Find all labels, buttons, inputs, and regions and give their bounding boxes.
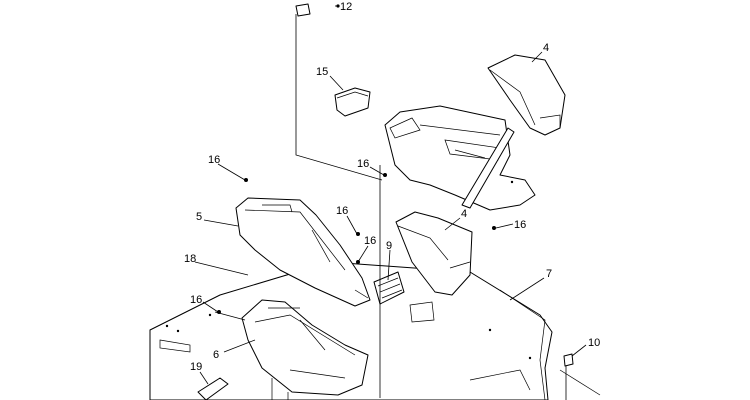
- callout-18: 18: [184, 253, 196, 265]
- callout-16-left: 16: [190, 294, 202, 306]
- reference-lines: [214, 14, 567, 400]
- rear-console-frame-part: [384, 105, 536, 211]
- callout-4-upper: 4: [543, 42, 549, 54]
- screw-hardware: [217, 3, 574, 367]
- callout-9: 9: [386, 240, 392, 252]
- callout-labels: 12 4 15 16 16 5 16 16 9 4 16 7 18 16 6 1…: [184, 1, 600, 373]
- callout-16-frame: 16: [357, 158, 369, 170]
- pad-part-15: [334, 87, 371, 117]
- callout-16-mid-a: 16: [336, 205, 348, 217]
- callout-4-lower: 4: [461, 208, 467, 220]
- console-housing-part-5: [235, 197, 371, 307]
- callout-10: 10: [588, 337, 600, 349]
- pedal-pad-part-19: [197, 377, 229, 400]
- callout-16-mid-b: 16: [364, 235, 376, 247]
- side-cover-part-4-lower: [395, 211, 473, 296]
- callout-15: 15: [316, 66, 328, 78]
- leader-lines: [194, 5, 587, 385]
- callout-6: 6: [213, 349, 219, 361]
- floor-panel-part: [149, 261, 601, 400]
- callout-12: 12: [340, 1, 352, 13]
- callout-16-console: 16: [208, 154, 220, 166]
- trim-strip-part: [461, 127, 515, 209]
- callout-5: 5: [196, 211, 202, 223]
- side-cover-part-4-upper: [487, 54, 566, 136]
- callout-16-right: 16: [514, 219, 526, 231]
- front-console-part-6: [241, 299, 369, 400]
- callout-7: 7: [546, 268, 552, 280]
- connector-block-part-9: [373, 271, 405, 305]
- callout-19: 19: [190, 361, 202, 373]
